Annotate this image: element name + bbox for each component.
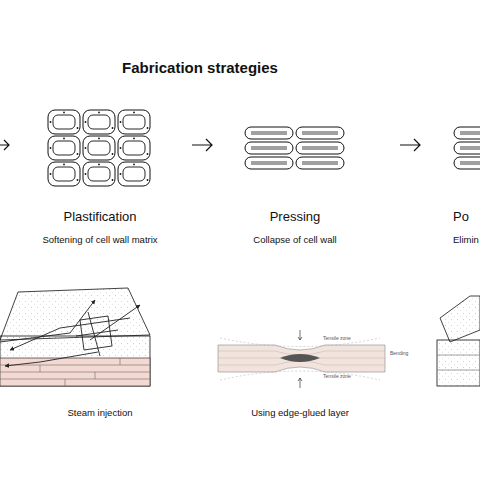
label: Using edge-glued layer: [251, 408, 349, 419]
label: Pressing: [270, 210, 321, 225]
label: Collapse of cell wall: [253, 235, 336, 246]
label: Po: [453, 210, 469, 225]
label: Steam injection: [68, 408, 133, 419]
label: Softening of cell wall matrix: [42, 235, 157, 246]
collapsed-cells: [245, 127, 480, 169]
label: Tensile zone: [323, 336, 351, 342]
partial-block: [437, 296, 480, 386]
steam-block: [0, 288, 150, 386]
cell-grid: [48, 110, 150, 186]
label: Elimin: [453, 235, 479, 246]
title: Fabrication strategies: [122, 59, 278, 76]
label: Bending: [390, 351, 408, 357]
label: Plastification: [64, 210, 137, 225]
label: Tensile zone: [323, 374, 351, 380]
pressed-layers: [218, 330, 385, 388]
